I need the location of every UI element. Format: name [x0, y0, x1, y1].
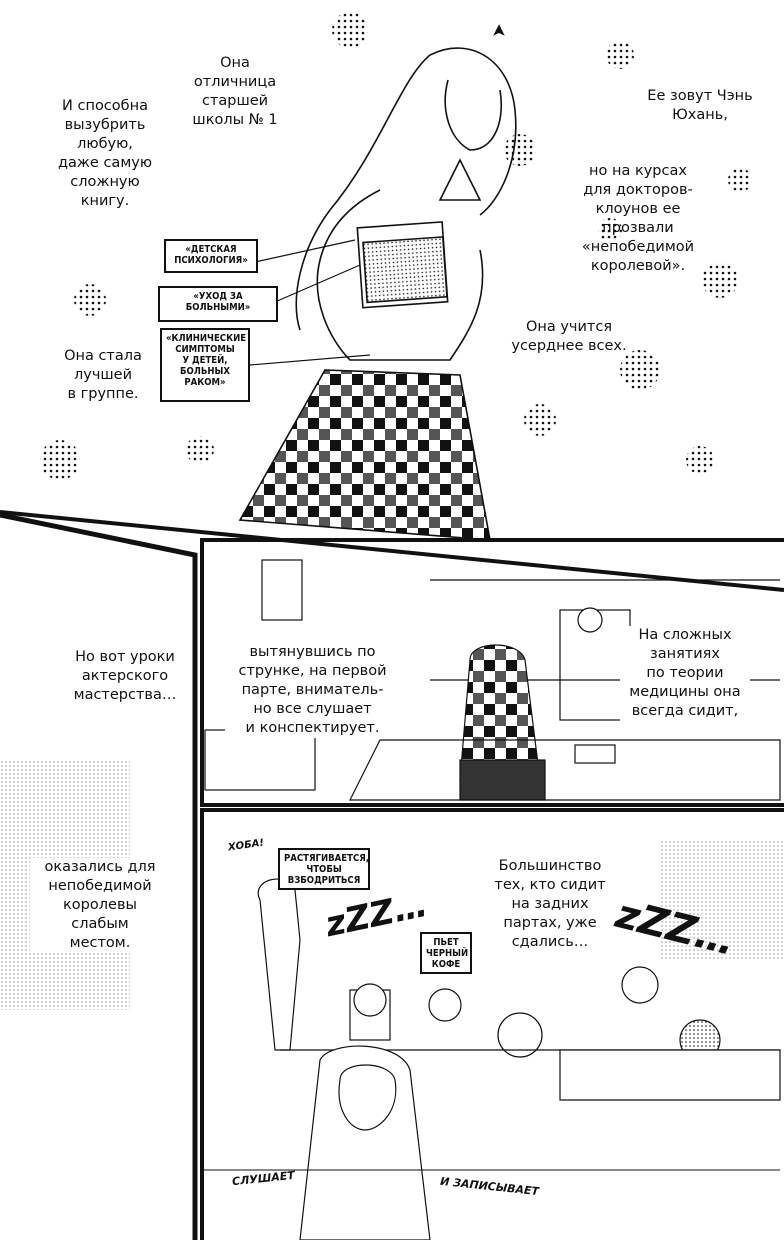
- caption-bolshinstvo: Большинство тех, кто сидит на задних пар…: [480, 857, 620, 952]
- students-scene: [200, 878, 781, 1240]
- book-label-care: «УХОД ЗА БОЛЬНЫМИ»: [158, 286, 278, 322]
- caption-vyzubrit: И способна вызубрить любую, даже самую с…: [57, 98, 153, 209]
- caption-vytyanuvshis: вытянувшись по струнке, на первой парте,…: [225, 643, 400, 738]
- label-rastyagivaetsya: РАСТЯГИВАЕТСЯ, ЧТОБЫ ВЗБОДРИТЬСЯ: [278, 848, 370, 890]
- decor-sparkles: [40, 12, 752, 480]
- girl-figure: [238, 24, 517, 541]
- caption-otlichnitsa: Она отличница старшей школы № 1: [192, 55, 278, 128]
- book-label-symptoms: «КЛИНИЧЕСКИЕ СИМПТОМЫ У ДЕТЕЙ, БОЛЬНЫХ Р…: [160, 328, 250, 402]
- caption-uroki: Но вот уроки актерского мастерства…: [73, 649, 177, 703]
- caption-zovut: Ее зовут Чэнь Юхань,: [647, 88, 753, 123]
- label-connectors: [249, 239, 371, 366]
- caption-luchshei: Она стала лучшей в группе.: [64, 348, 142, 402]
- label-kofe: ПЬЕТ ЧЕРНЫЙ КОФЕ: [420, 932, 472, 974]
- caption-okazalis: оказались для непобедимой королевы слабы…: [30, 858, 170, 953]
- classroom-scene: [204, 559, 781, 801]
- panel-borders: [0, 510, 784, 1240]
- caption-uchitsya: Она учится усерднее всех.: [511, 319, 627, 354]
- book-label-psychology: «ДЕТСКАЯ ПСИХОЛОГИЯ»: [164, 239, 258, 273]
- caption-kursy: но на курсах для докторов- клоунов ее пр…: [581, 163, 695, 274]
- caption-slozhnyh: На сложных занятиях по теории медицины о…: [620, 626, 750, 721]
